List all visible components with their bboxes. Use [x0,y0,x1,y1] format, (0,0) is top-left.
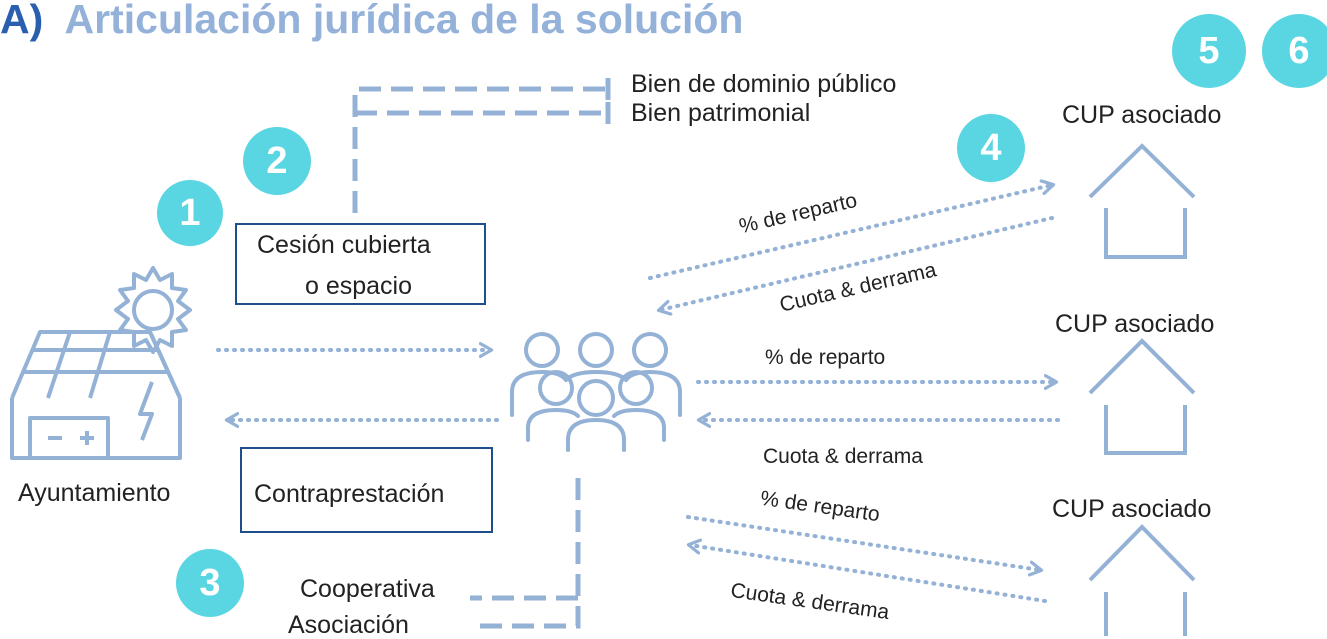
payment-box-label: Contraprestación [254,480,445,508]
ownership-option-patrimonial: Bien patrimonial [631,99,811,127]
title-prefix: A) [0,0,44,42]
community-icon [510,332,682,452]
cession-box-line2: o espacio [305,272,413,300]
step-badge-5: 5 [1172,14,1246,88]
cup-label-top: CUP asociado [1062,101,1222,129]
entity-type-cooperative: Cooperativa [300,575,435,603]
flow-bottom-out-arrow [686,515,1044,577]
step-badge-2: 2 [243,127,311,195]
step-badge-3: 3 [176,549,244,617]
flow-top-in-arrow [656,216,1054,316]
step-badge-1: 1 [157,180,223,246]
cession-box-line1: Cesión cubierta [257,231,431,259]
entity-connector [470,478,581,629]
page-title: A) Articulación jurídica de la solución [0,0,743,43]
town-hall-label: Ayuntamiento [18,479,171,507]
ownership-connector [352,86,608,213]
flow-middle-in-label: Cuota & derrama [763,445,923,468]
house-icon [1088,524,1196,636]
flow-cup-arrows [648,179,1060,603]
entity-type-association: Asociación [288,611,409,639]
ownership-option-public: Bien de dominio público [631,70,897,98]
cession-box [235,223,486,305]
payment-box [240,447,493,533]
title-text: Articulación jurídica de la solución [64,0,744,42]
flow-middle-out-label: % de reparto [765,346,886,369]
cup-label-middle: CUP asociado [1055,310,1215,338]
house-icon [1088,338,1196,455]
flow-townhall-community [216,342,499,428]
solar-building-icon [10,266,192,460]
step-badge-6: 6 [1262,14,1327,88]
step-badge-4: 4 [957,114,1025,182]
flow-top-out-arrow [648,179,1056,280]
cup-label-bottom: CUP asociado [1052,495,1212,523]
house-icon [1088,143,1196,259]
